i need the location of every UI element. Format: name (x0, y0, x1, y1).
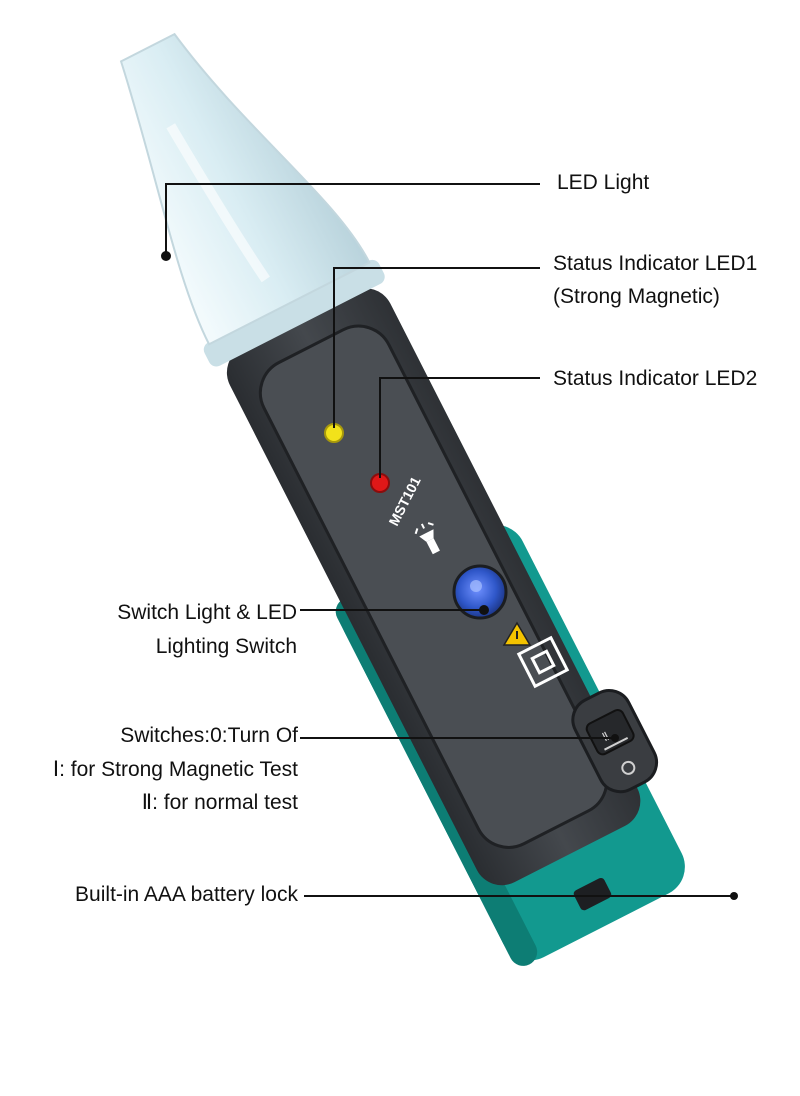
leader-lines (165, 183, 734, 897)
front-panel (258, 324, 609, 849)
label-status-led1-line1: Status Indicator LED1 (553, 252, 758, 275)
sensor-tip (119, 32, 371, 346)
flashlight-icon (414, 522, 440, 555)
battery-lock[interactable] (572, 877, 612, 912)
warning-icon (502, 621, 532, 646)
label-switches-line2: Ⅰ: for Strong Magnetic Test (52, 758, 298, 781)
label-status-led2: Status Indicator LED2 (553, 367, 758, 390)
leader-line-led-light (165, 183, 540, 256)
svg-text:Ⅱ: Ⅱ (600, 729, 612, 744)
label-switches-line1: Switches:0:Turn Of (120, 724, 298, 747)
leader-line-led1 (333, 267, 540, 428)
label-switch-light-line2: Lighting Switch (155, 635, 297, 658)
tip-collar (203, 259, 385, 367)
light-switch-button[interactable] (452, 564, 508, 620)
label-battery-lock: Built-in AAA battery lock (75, 883, 298, 906)
label-status-led1-line2: (Strong Magnetic) (553, 285, 720, 308)
label-switch-light-line1: Switch Light & LED (117, 601, 297, 624)
label-switches-line3: Ⅱ: for normal test (141, 791, 298, 814)
leader-line-led2 (379, 377, 540, 478)
label-led-light: LED Light (557, 171, 650, 194)
double-insulation-icon (516, 635, 570, 689)
leader-dots (161, 251, 738, 900)
